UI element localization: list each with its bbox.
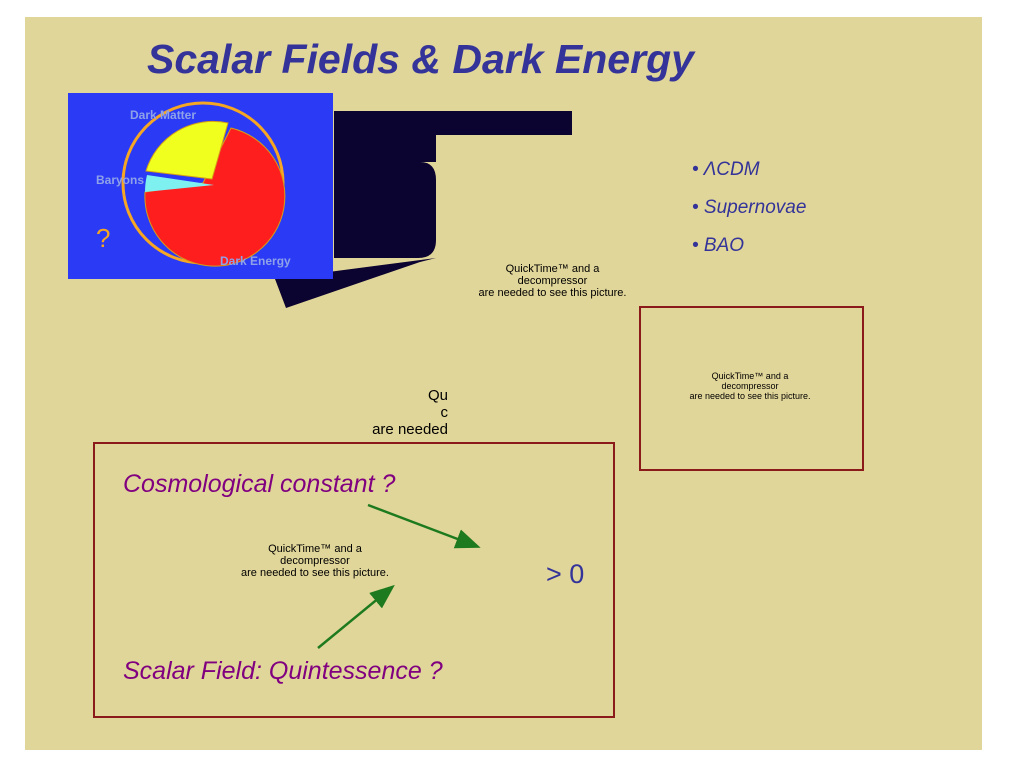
- label-dark-matter: Dark Matter: [130, 108, 197, 122]
- pie-chart-image: Dark Matter Baryons Dark Energy ?: [68, 93, 333, 279]
- quicktime-placeholder-equation: QuickTime™ and a decompressor are needed…: [241, 543, 389, 579]
- quicktime-placeholder-partial: Qu c are needed: [372, 387, 448, 438]
- bullet-item: • ΛCDM: [692, 159, 760, 180]
- unknown-question-mark: ?: [96, 223, 111, 253]
- pie-slice-baryons: [144, 175, 214, 192]
- image-frame-right: [639, 306, 864, 471]
- greater-than-zero: > 0: [546, 559, 585, 589]
- scalar-field-label: Scalar Field: Quintessence ?: [123, 657, 443, 685]
- pie-slice-dark-energy: [144, 127, 286, 267]
- pie-chart-graphic: [121, 101, 286, 267]
- bullet-item: • BAO: [692, 235, 745, 256]
- quicktime-placeholder-right: QuickTime™ and a decompressor are needed…: [689, 371, 811, 401]
- label-dark-energy: Dark Energy: [220, 254, 291, 268]
- pie-slice-dark-matter: [145, 120, 229, 180]
- quicktime-placeholder-top: QuickTime™ and a decompressor are needed…: [478, 263, 627, 299]
- cosmological-constant-label: Cosmological constant ?: [123, 470, 396, 498]
- slide-title: Scalar Fields & Dark Energy: [147, 36, 694, 82]
- bullet-list: • ΛCDM • Supernovae • BAO: [692, 156, 892, 270]
- equation-frame: [93, 442, 615, 718]
- bullet-item: • Supernovae: [692, 197, 807, 218]
- label-baryons: Baryons: [96, 173, 145, 187]
